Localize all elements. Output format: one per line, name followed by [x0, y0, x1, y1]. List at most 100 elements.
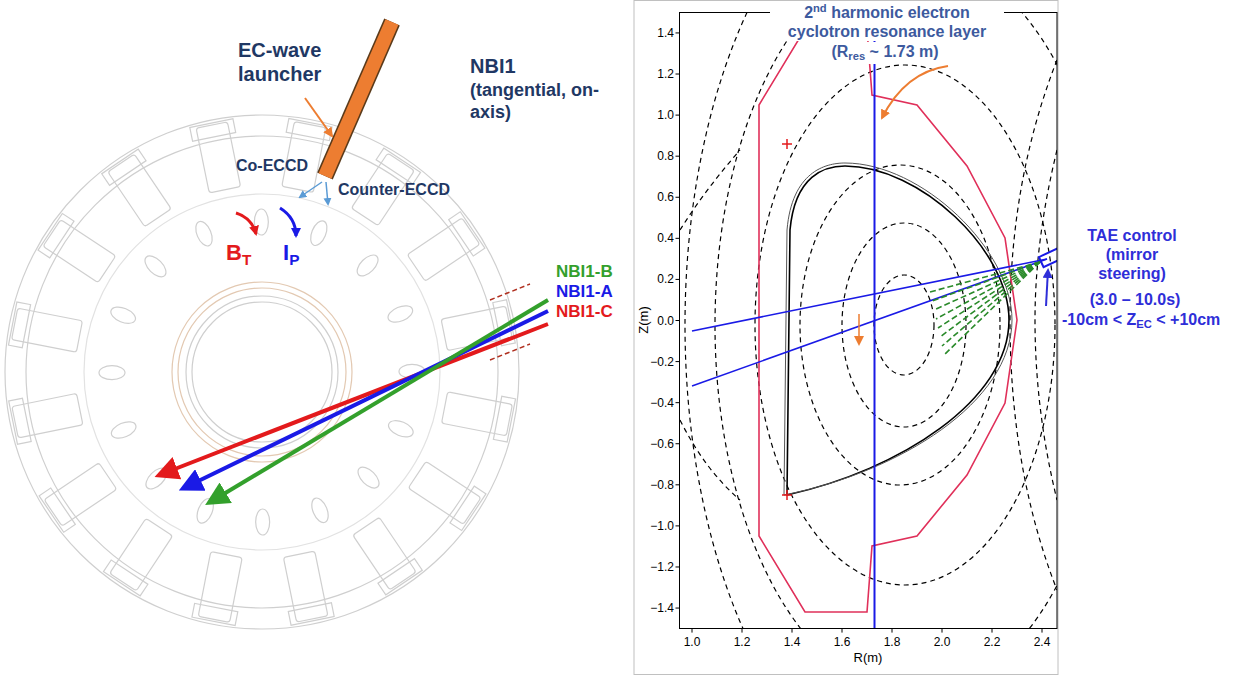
ec-ray-limit — [692, 259, 1047, 386]
slot — [193, 219, 216, 248]
tick-label-text: 0.0 — [657, 313, 674, 327]
tick-label: 1.4 — [784, 635, 801, 649]
outer-wall — [5, 115, 519, 629]
tick — [676, 197, 680, 198]
tick — [676, 115, 680, 116]
resonance-value-text: ~ 1.73 m) — [870, 43, 939, 60]
tick — [676, 443, 680, 444]
port-flange — [449, 212, 485, 256]
port-flange — [9, 398, 31, 444]
flux-contour — [680, 420, 740, 500]
port-slot — [142, 464, 170, 492]
tick-label: 0.6 — [657, 190, 674, 204]
nbi-note-text: (tangential, on-axis) — [470, 80, 599, 122]
ec-ray — [936, 262, 1040, 319]
tick — [676, 320, 680, 321]
port-flange — [190, 119, 236, 141]
beam-label-text: NBI1-B — [556, 262, 613, 281]
port-flange — [39, 488, 75, 532]
flux-contour — [715, 13, 1057, 629]
tick-label-text: 1.4 — [784, 635, 801, 649]
tick-label-text: 1.6 — [834, 635, 851, 649]
tick — [692, 629, 693, 633]
nbi-note: (tangential, on-axis) — [470, 80, 630, 123]
tick — [742, 629, 743, 633]
axis-title-text: Z(m) — [636, 306, 651, 333]
port — [404, 212, 485, 287]
counter-eccd-arrow — [326, 182, 328, 204]
current-label-text: P — [289, 251, 299, 268]
tick-label: 1.0 — [684, 635, 701, 649]
beam-duct — [490, 284, 530, 300]
port — [440, 386, 515, 442]
tae-label: TAE control (mirror steering) — [1071, 226, 1193, 284]
co-eccd-arrow — [300, 182, 322, 197]
resonance-label-text: nd — [813, 2, 827, 14]
ec-ray — [944, 262, 1040, 355]
flux-contour — [1035, 150, 1057, 500]
tick-label: 1.2 — [657, 67, 674, 81]
nbi1-a-beam — [186, 311, 548, 487]
resonance-label-text: 2 — [804, 4, 813, 21]
axis-title-text: R(m) — [854, 650, 883, 665]
leader-line — [305, 98, 332, 136]
tick-label-text: 0.8 — [657, 149, 674, 163]
beam-duct — [490, 344, 530, 360]
tick-label-text: −1.2 — [650, 560, 674, 574]
eccd-label-text: Co-ECCD — [236, 157, 308, 174]
tick-label: 1.6 — [834, 635, 851, 649]
tick-label: −1.0 — [650, 519, 674, 533]
tick-label: 0.0 — [657, 313, 674, 327]
nbi-label: NBI1 — [470, 54, 516, 78]
plot-area — [680, 13, 1057, 629]
tick-label-text: 2.4 — [1034, 635, 1051, 649]
tick — [676, 608, 680, 609]
steering-range-text: -10cm < Z — [1062, 311, 1136, 328]
slot — [142, 464, 170, 492]
time-window-text: (3.0 – 10.0s) — [1090, 291, 1181, 308]
steering-range-text: EC — [1136, 318, 1152, 330]
time-window: (3.0 – 10.0s) — [1088, 290, 1183, 309]
slot — [141, 252, 169, 280]
port — [278, 550, 335, 625]
port-flange — [286, 118, 332, 140]
port — [405, 456, 486, 530]
beam-label: NBI1-C — [556, 302, 613, 322]
ec-ray-limit — [692, 259, 1047, 331]
port-slot — [386, 417, 415, 440]
launcher-label: EC-wave launcher — [238, 38, 388, 86]
port-slot — [309, 496, 332, 525]
flux-contour — [800, 165, 1000, 485]
ec-ray-fan — [930, 262, 1040, 355]
port — [103, 515, 177, 596]
tick — [676, 32, 680, 33]
port-slot — [307, 218, 330, 247]
ec-launcher — [325, 22, 392, 176]
slot — [353, 251, 381, 279]
port — [39, 458, 120, 533]
tick — [676, 566, 680, 567]
ec-ray — [934, 262, 1040, 310]
tick-label-text: −1.0 — [650, 519, 674, 533]
tick-label: −0.8 — [650, 478, 674, 492]
launcher-label-text: EC-wave launcher — [238, 39, 321, 85]
tick-label-text: 1.4 — [657, 26, 674, 40]
beam-label-text: NBI1-A — [556, 282, 613, 301]
ec-ray — [938, 262, 1040, 328]
tick-label: −1.4 — [650, 601, 674, 615]
bt-arrow — [236, 213, 256, 234]
tick-label-text: −0.6 — [650, 437, 674, 451]
ec-mirror — [1039, 248, 1057, 267]
beam-label: NBI1-A — [556, 282, 613, 302]
leader-line — [882, 66, 948, 118]
flux-contour — [685, 13, 1057, 629]
plot-panel — [634, 1, 1058, 675]
tick-label-text: 1.2 — [657, 67, 674, 81]
tick-label: 2.4 — [1034, 635, 1051, 649]
slot — [386, 303, 415, 326]
ec-ray — [942, 262, 1040, 346]
port-flange — [192, 603, 238, 625]
resonance-value-text: (R — [831, 43, 848, 60]
port-flange — [102, 149, 146, 185]
